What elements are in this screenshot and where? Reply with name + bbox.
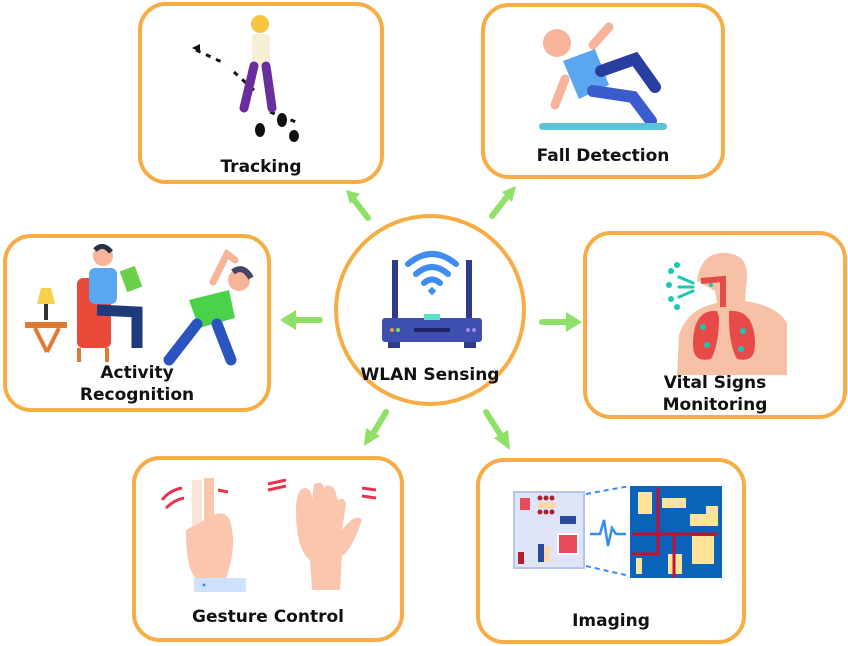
node-imaging: Imaging bbox=[476, 458, 746, 644]
arrow-to-imaging bbox=[483, 409, 510, 450]
falling-person-icon bbox=[539, 22, 667, 130]
node-fall-detection: Fall Detection bbox=[481, 3, 725, 179]
sitting-reading-and-stretching-people-icon bbox=[25, 244, 254, 366]
node-label: Fall Detection bbox=[536, 146, 670, 166]
node-gesture-control: Gesture Control bbox=[132, 456, 404, 642]
wifi-router-icon bbox=[382, 251, 482, 348]
hand-gestures-icon bbox=[160, 478, 377, 592]
node-activity-recognition: Activity Recognition bbox=[3, 234, 271, 412]
arrow-to-gesture-control bbox=[364, 409, 389, 446]
node-label-line2: Monitoring bbox=[662, 395, 768, 415]
arrow-to-vital-signs bbox=[539, 312, 582, 332]
node-label-line2: Recognition bbox=[79, 385, 195, 405]
node-label-line1: Activity bbox=[100, 363, 174, 383]
respiratory-system-lungs-icon bbox=[666, 252, 787, 375]
node-tracking: Tracking bbox=[138, 2, 384, 184]
arrow-to-activity-recognition bbox=[280, 310, 323, 330]
arrow-to-tracking bbox=[346, 190, 371, 221]
center-label: WLAN Sensing bbox=[360, 365, 500, 385]
node-label: Gesture Control bbox=[192, 607, 344, 627]
node-label-line1: Vital Signs bbox=[663, 373, 767, 393]
walking-person-footprints-icon bbox=[192, 15, 299, 142]
node-vital-signs-monitoring: Vital Signs Monitoring bbox=[583, 231, 847, 419]
wlan-sensing-hub: WLAN Sensing bbox=[334, 214, 526, 406]
floorplan-to-image-icon bbox=[513, 485, 722, 578]
node-label: Tracking bbox=[220, 157, 302, 177]
node-label: Imaging bbox=[572, 611, 650, 631]
arrow-to-fall-detection bbox=[489, 186, 516, 219]
